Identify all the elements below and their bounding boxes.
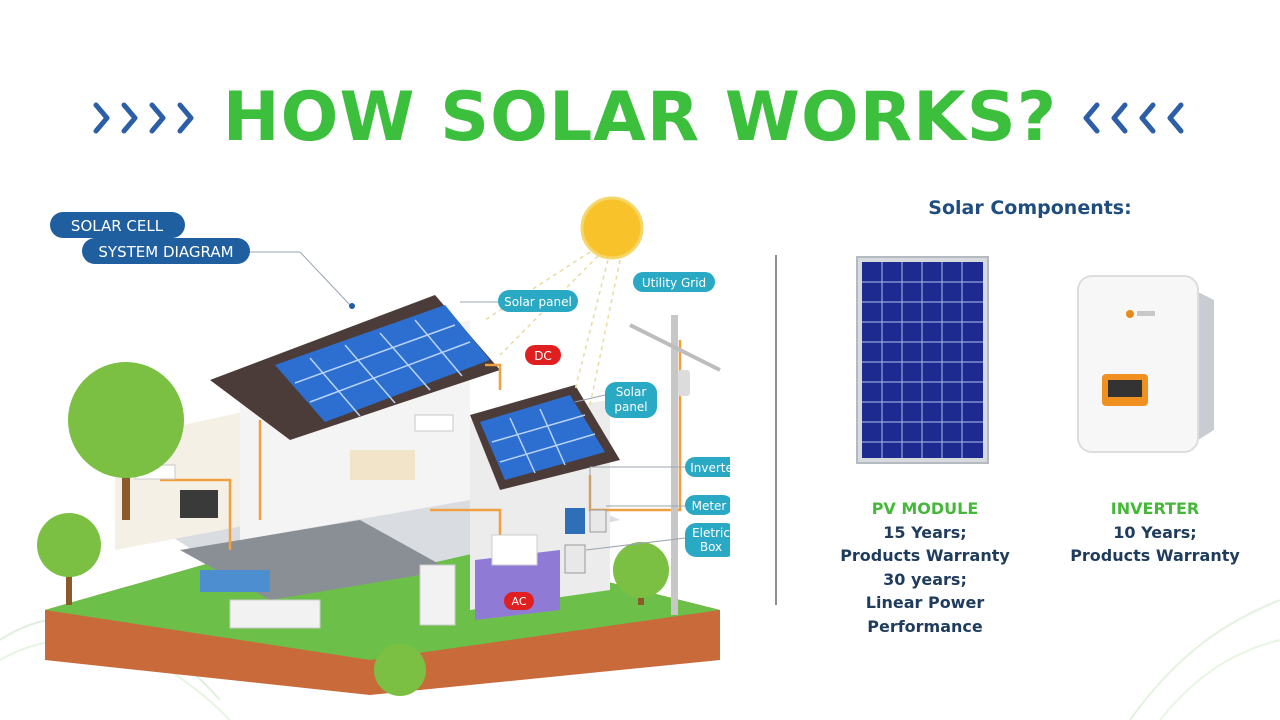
pv-line-3: 30 years; xyxy=(883,569,967,589)
inverter-line-2: Products Warranty xyxy=(1070,546,1240,565)
callout-electric-box xyxy=(685,523,730,557)
inverter-line-1: 10 Years; xyxy=(1113,522,1197,542)
inverter-description: INVERTER 10 Years; Products Warranty xyxy=(1055,497,1255,568)
tv xyxy=(180,490,218,518)
section-divider xyxy=(775,255,777,605)
ac-room xyxy=(475,550,560,620)
svg-text:Box: Box xyxy=(700,540,722,554)
page-title: HOW SOLAR WORKS? xyxy=(222,78,1058,157)
chevrons-right-icon xyxy=(93,102,194,134)
callout-solar-panel-side xyxy=(605,382,657,418)
electric-box-unit xyxy=(564,544,586,574)
callout-utility-grid xyxy=(633,272,715,292)
solar-array-main xyxy=(275,305,490,422)
meter-unit xyxy=(589,509,607,533)
callout-inverter xyxy=(685,457,730,477)
utility-pole xyxy=(671,315,678,615)
ground-grass xyxy=(45,520,720,660)
pv-line-4: Linear Power xyxy=(865,593,985,612)
pv-line-1: 15 Years; xyxy=(883,522,967,542)
inverter-unit xyxy=(565,508,585,534)
washing-machine xyxy=(491,534,538,566)
pv-module-image xyxy=(856,256,989,464)
tree-left xyxy=(68,362,184,478)
badge-top xyxy=(50,212,185,238)
badge-text-1: SOLAR CELL xyxy=(71,217,164,235)
svg-text:Solar: Solar xyxy=(616,385,647,399)
svg-text:panel: panel xyxy=(614,400,647,414)
svg-text:Utility Grid: Utility Grid xyxy=(642,276,706,290)
svg-text:AC: AC xyxy=(511,595,526,608)
svg-text:Solar panel: Solar panel xyxy=(504,295,572,309)
components-heading: Solar Components: xyxy=(928,197,1132,219)
callout-ac xyxy=(504,592,534,610)
bed xyxy=(350,450,415,480)
pv-module-description: PV MODULE 15 Years; Products Warranty 30… xyxy=(820,497,1030,638)
pv-line-2: Products Warranty xyxy=(840,546,1010,565)
fridge xyxy=(419,564,456,626)
svg-text:Eletric: Eletric xyxy=(692,526,730,540)
callout-meter xyxy=(685,495,730,515)
sun xyxy=(582,198,642,258)
svg-text:Meter: Meter xyxy=(692,499,727,513)
callout-solar-panel xyxy=(498,290,578,312)
callout-dc xyxy=(525,345,561,365)
svg-text:DC: DC xyxy=(534,349,552,363)
air-conditioner xyxy=(414,414,454,432)
chevrons-left-icon xyxy=(1083,102,1184,134)
solar-house-diagram: SOLAR CELL SYSTEM DIAGRAM Solar panel DC… xyxy=(37,196,730,696)
sofa xyxy=(200,570,270,592)
pv-line-5: Performance xyxy=(867,616,983,636)
badge-text-2: SYSTEM DIAGRAM xyxy=(98,243,233,261)
svg-text:Inverter: Inverter xyxy=(690,461,730,475)
inverter-image xyxy=(1077,275,1214,453)
inverter-title: INVERTER xyxy=(1110,499,1200,518)
pv-module-title: PV MODULE xyxy=(871,499,979,518)
badge-bottom xyxy=(82,238,250,264)
kitchen-counter xyxy=(229,599,321,629)
